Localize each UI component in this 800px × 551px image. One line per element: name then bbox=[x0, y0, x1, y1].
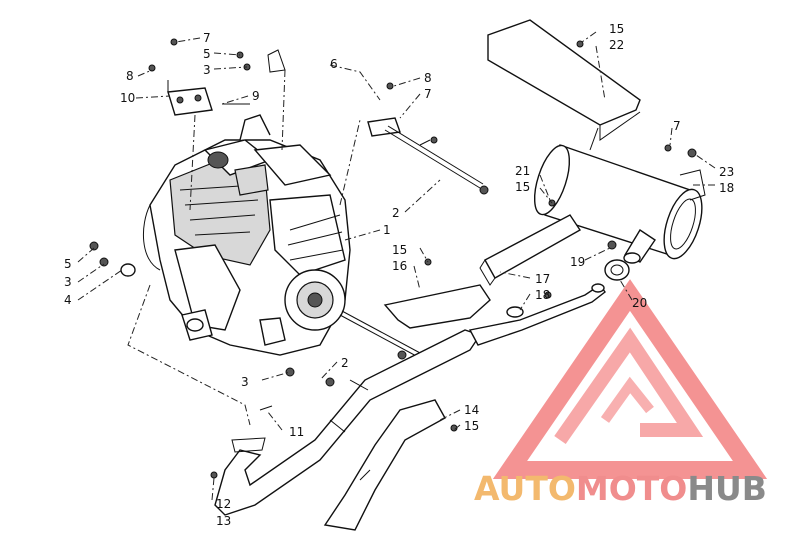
callout-16: 16 bbox=[392, 259, 407, 273]
callout-4: 4 bbox=[64, 293, 72, 307]
torque-rod-lower bbox=[339, 310, 423, 359]
svg-text:AUTOMOTOHUB: AUTOMOTOHUB bbox=[474, 469, 767, 508]
callout-18: 18 bbox=[535, 288, 550, 302]
exhaust-gasket bbox=[604, 259, 630, 281]
callout-3: 3 bbox=[241, 375, 249, 389]
callout-3: 3 bbox=[64, 275, 72, 289]
callout-7: 7 bbox=[424, 87, 432, 101]
callout-5: 5 bbox=[203, 47, 211, 61]
callout-13: 13 bbox=[216, 514, 231, 528]
engine-mount-bracket bbox=[167, 49, 286, 116]
callout-15: 15 bbox=[609, 22, 624, 36]
callout-7: 7 bbox=[203, 31, 211, 45]
callout-8: 8 bbox=[126, 69, 134, 83]
callout-9: 9 bbox=[252, 89, 260, 103]
callout-23: 23 bbox=[719, 165, 734, 179]
callout-15: 15 bbox=[392, 243, 407, 257]
callout-19: 19 bbox=[570, 255, 585, 269]
automotohub-watermark: AUTOMOTOHUB bbox=[474, 469, 767, 508]
callout-3: 3 bbox=[203, 63, 211, 77]
pipe-heat-shield bbox=[323, 399, 446, 531]
callout-15: 15 bbox=[464, 419, 479, 433]
callout-14: 14 bbox=[464, 403, 479, 417]
callout-20: 20 bbox=[632, 296, 647, 310]
watermark-moto: MOTO bbox=[576, 469, 687, 508]
exhaust-head-pipe bbox=[214, 329, 482, 516]
leader-lines bbox=[77, 31, 716, 501]
callout-labels: 7 5 3 8 10 9 6 8 7 15 22 7 23 18 21 15 2… bbox=[64, 22, 734, 528]
exhaust-mid-pipe bbox=[468, 283, 606, 346]
heat-shield-lower bbox=[479, 214, 582, 286]
callout-2: 2 bbox=[392, 206, 400, 220]
callout-5: 5 bbox=[64, 257, 72, 271]
muffler-heat-shield bbox=[487, 19, 641, 151]
callout-6: 6 bbox=[330, 57, 338, 71]
callout-15: 15 bbox=[515, 180, 530, 194]
callout-8: 8 bbox=[424, 71, 432, 85]
callout-18: 18 bbox=[719, 181, 734, 195]
callout-12: 12 bbox=[216, 497, 231, 511]
muffler bbox=[533, 144, 706, 264]
automotohub-logo-icon bbox=[492, 279, 768, 479]
watermark-hub: HUB bbox=[687, 469, 767, 508]
torque-rod-upper bbox=[367, 117, 489, 195]
callout-17: 17 bbox=[535, 272, 550, 286]
callout-22: 22 bbox=[609, 38, 624, 52]
fastener-hardware bbox=[89, 38, 697, 479]
callout-2: 2 bbox=[341, 356, 349, 370]
callout-1: 1 bbox=[383, 223, 391, 237]
watermark-auto: AUTO bbox=[474, 469, 576, 508]
heat-shield-16 bbox=[383, 284, 491, 329]
callout-21: 21 bbox=[515, 164, 530, 178]
callout-10: 10 bbox=[120, 91, 135, 105]
callout-11: 11 bbox=[289, 425, 304, 439]
callout-7: 7 bbox=[673, 119, 681, 133]
engine-assembly bbox=[142, 114, 351, 356]
